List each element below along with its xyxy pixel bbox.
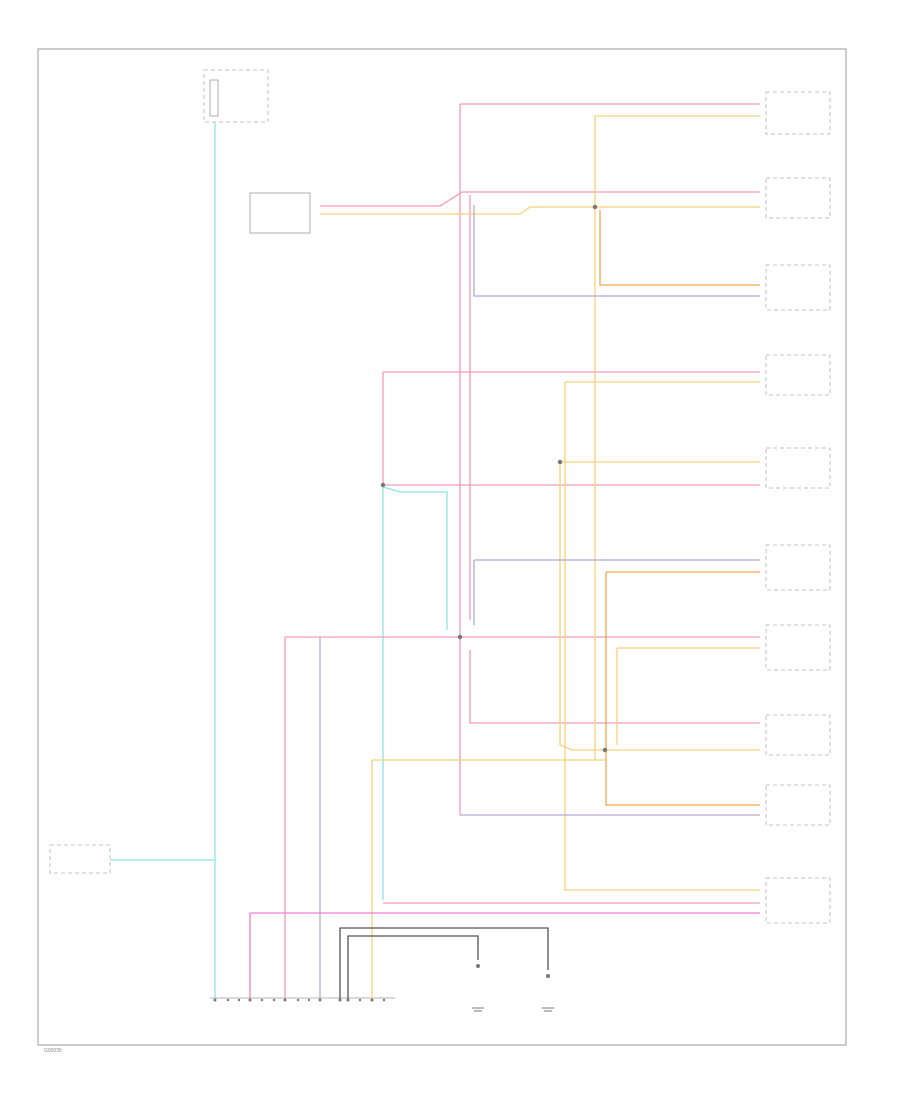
- orange-wires: [599, 210, 760, 806]
- bottom-left-module-box: [49, 844, 111, 874]
- cyan-wires: [110, 122, 448, 1000]
- right-component-boxes: [765, 91, 831, 924]
- connector-pins: [213, 998, 386, 1002]
- yellow-wires: [320, 115, 760, 1000]
- ground-wires: [339, 927, 549, 1000]
- splice-points: [380, 204, 608, 978]
- magenta-wires: [249, 912, 760, 1000]
- pink-wires: [284, 103, 760, 1000]
- fuse-panel-box: [203, 69, 269, 123]
- corner-code: G00035: [44, 1048, 62, 1054]
- diagram-frame: [37, 48, 847, 1046]
- ground-symbol-1: [472, 1007, 484, 1012]
- purple-wires: [319, 205, 760, 1000]
- left-module-box: [249, 192, 311, 234]
- ground-symbol-2: [542, 1007, 554, 1012]
